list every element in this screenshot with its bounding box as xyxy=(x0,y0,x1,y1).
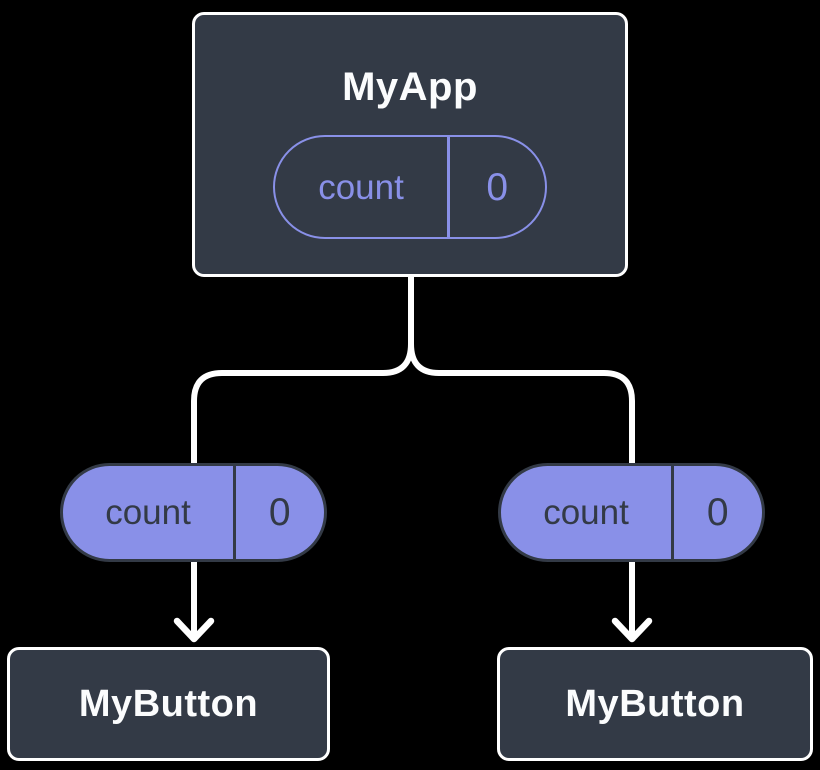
mybutton-card-left: MyButton xyxy=(7,647,330,761)
prop-value-label: 0 xyxy=(706,491,729,534)
state-name-label: count xyxy=(318,167,404,207)
pill-divider xyxy=(671,466,674,559)
prop-name-label: count xyxy=(543,493,629,532)
myapp-card: MyApp count 0 xyxy=(192,12,628,277)
arrow-left-head xyxy=(173,617,215,643)
fork-right-line xyxy=(408,343,635,465)
prop-pill-right: count 0 xyxy=(498,463,765,562)
mybutton-card-right: MyButton xyxy=(497,647,813,761)
mybutton-title: MyButton xyxy=(565,683,745,725)
prop-name-label: count xyxy=(105,493,191,532)
myapp-title: MyApp xyxy=(342,65,478,109)
pill-divider xyxy=(233,466,236,559)
fork-left-line xyxy=(191,343,414,465)
mybutton-title: MyButton xyxy=(78,683,259,725)
pill-divider xyxy=(447,137,450,237)
root-state-pill: count 0 xyxy=(273,135,547,239)
prop-pill-left: count 0 xyxy=(60,463,327,562)
state-value-label: 0 xyxy=(486,165,509,209)
prop-value-label: 0 xyxy=(268,491,291,534)
arrow-right-head xyxy=(611,617,653,643)
